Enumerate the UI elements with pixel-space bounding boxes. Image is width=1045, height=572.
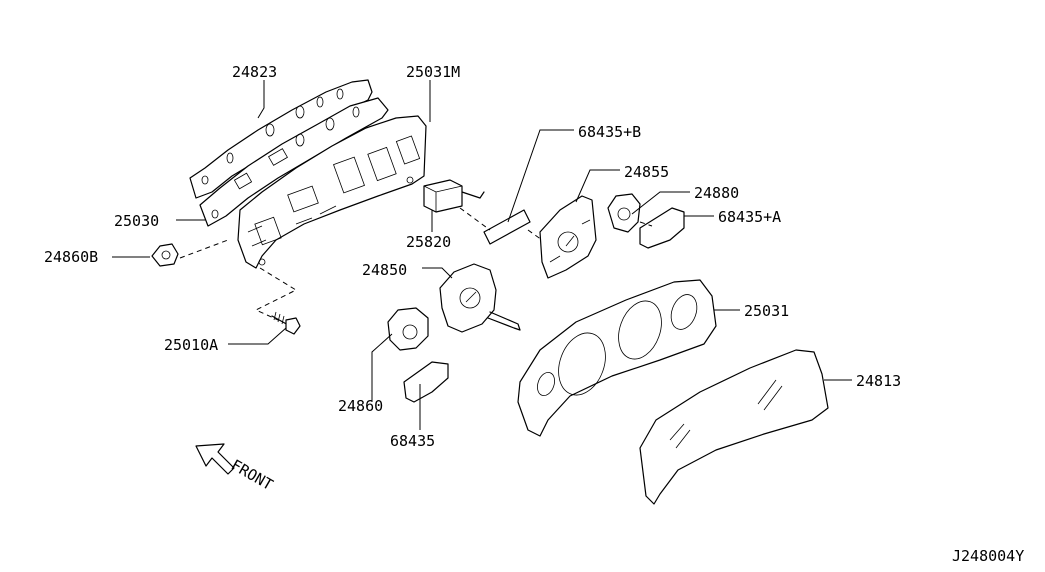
part-25010A-screw bbox=[271, 311, 301, 335]
part-68435A-cover bbox=[639, 207, 685, 249]
front-label: FRONT bbox=[228, 456, 276, 494]
callout-68435A: 68435+A bbox=[718, 208, 781, 226]
part-25820-sensor bbox=[423, 179, 485, 213]
callout-24860B: 24860B bbox=[44, 248, 98, 266]
callout-25031: 25031 bbox=[744, 302, 789, 320]
callout-25820: 25820 bbox=[406, 233, 451, 251]
callout-24880: 24880 bbox=[694, 184, 739, 202]
part-24860B-bulb bbox=[151, 243, 179, 267]
part-24855-dial bbox=[539, 195, 597, 279]
assembly-lines bbox=[179, 207, 653, 321]
part-25030-middle-panel bbox=[199, 97, 389, 227]
part-24880-gauge bbox=[607, 193, 641, 233]
part-68435B-cover bbox=[483, 209, 531, 245]
callout-labels: 24823 25031M 68435+B 24855 24880 68435+A… bbox=[44, 63, 1024, 565]
part-24860-bulb-unit bbox=[387, 307, 429, 351]
callout-25030: 25030 bbox=[114, 212, 159, 230]
part-24850-speedometer bbox=[439, 263, 521, 333]
callout-24813: 24813 bbox=[856, 372, 901, 390]
part-25031-mask bbox=[517, 279, 717, 437]
diagram-code: J248004Y bbox=[952, 547, 1024, 565]
front-arrow bbox=[195, 443, 235, 475]
part-24823-rear-panel bbox=[189, 79, 373, 199]
callout-25031M: 25031M bbox=[406, 63, 460, 81]
callout-24850: 24850 bbox=[362, 261, 407, 279]
part-25031M-printed-circuit bbox=[237, 115, 427, 269]
callout-24823: 24823 bbox=[232, 63, 277, 81]
callout-24860: 24860 bbox=[338, 397, 383, 415]
part-68435-bracket bbox=[403, 361, 449, 403]
part-24813-glass bbox=[639, 349, 829, 505]
callout-68435: 68435 bbox=[390, 432, 435, 450]
callout-24855: 24855 bbox=[624, 163, 669, 181]
leader-lines bbox=[112, 80, 852, 430]
callout-25010A: 25010A bbox=[164, 336, 218, 354]
callout-68435B: 68435+B bbox=[578, 123, 641, 141]
